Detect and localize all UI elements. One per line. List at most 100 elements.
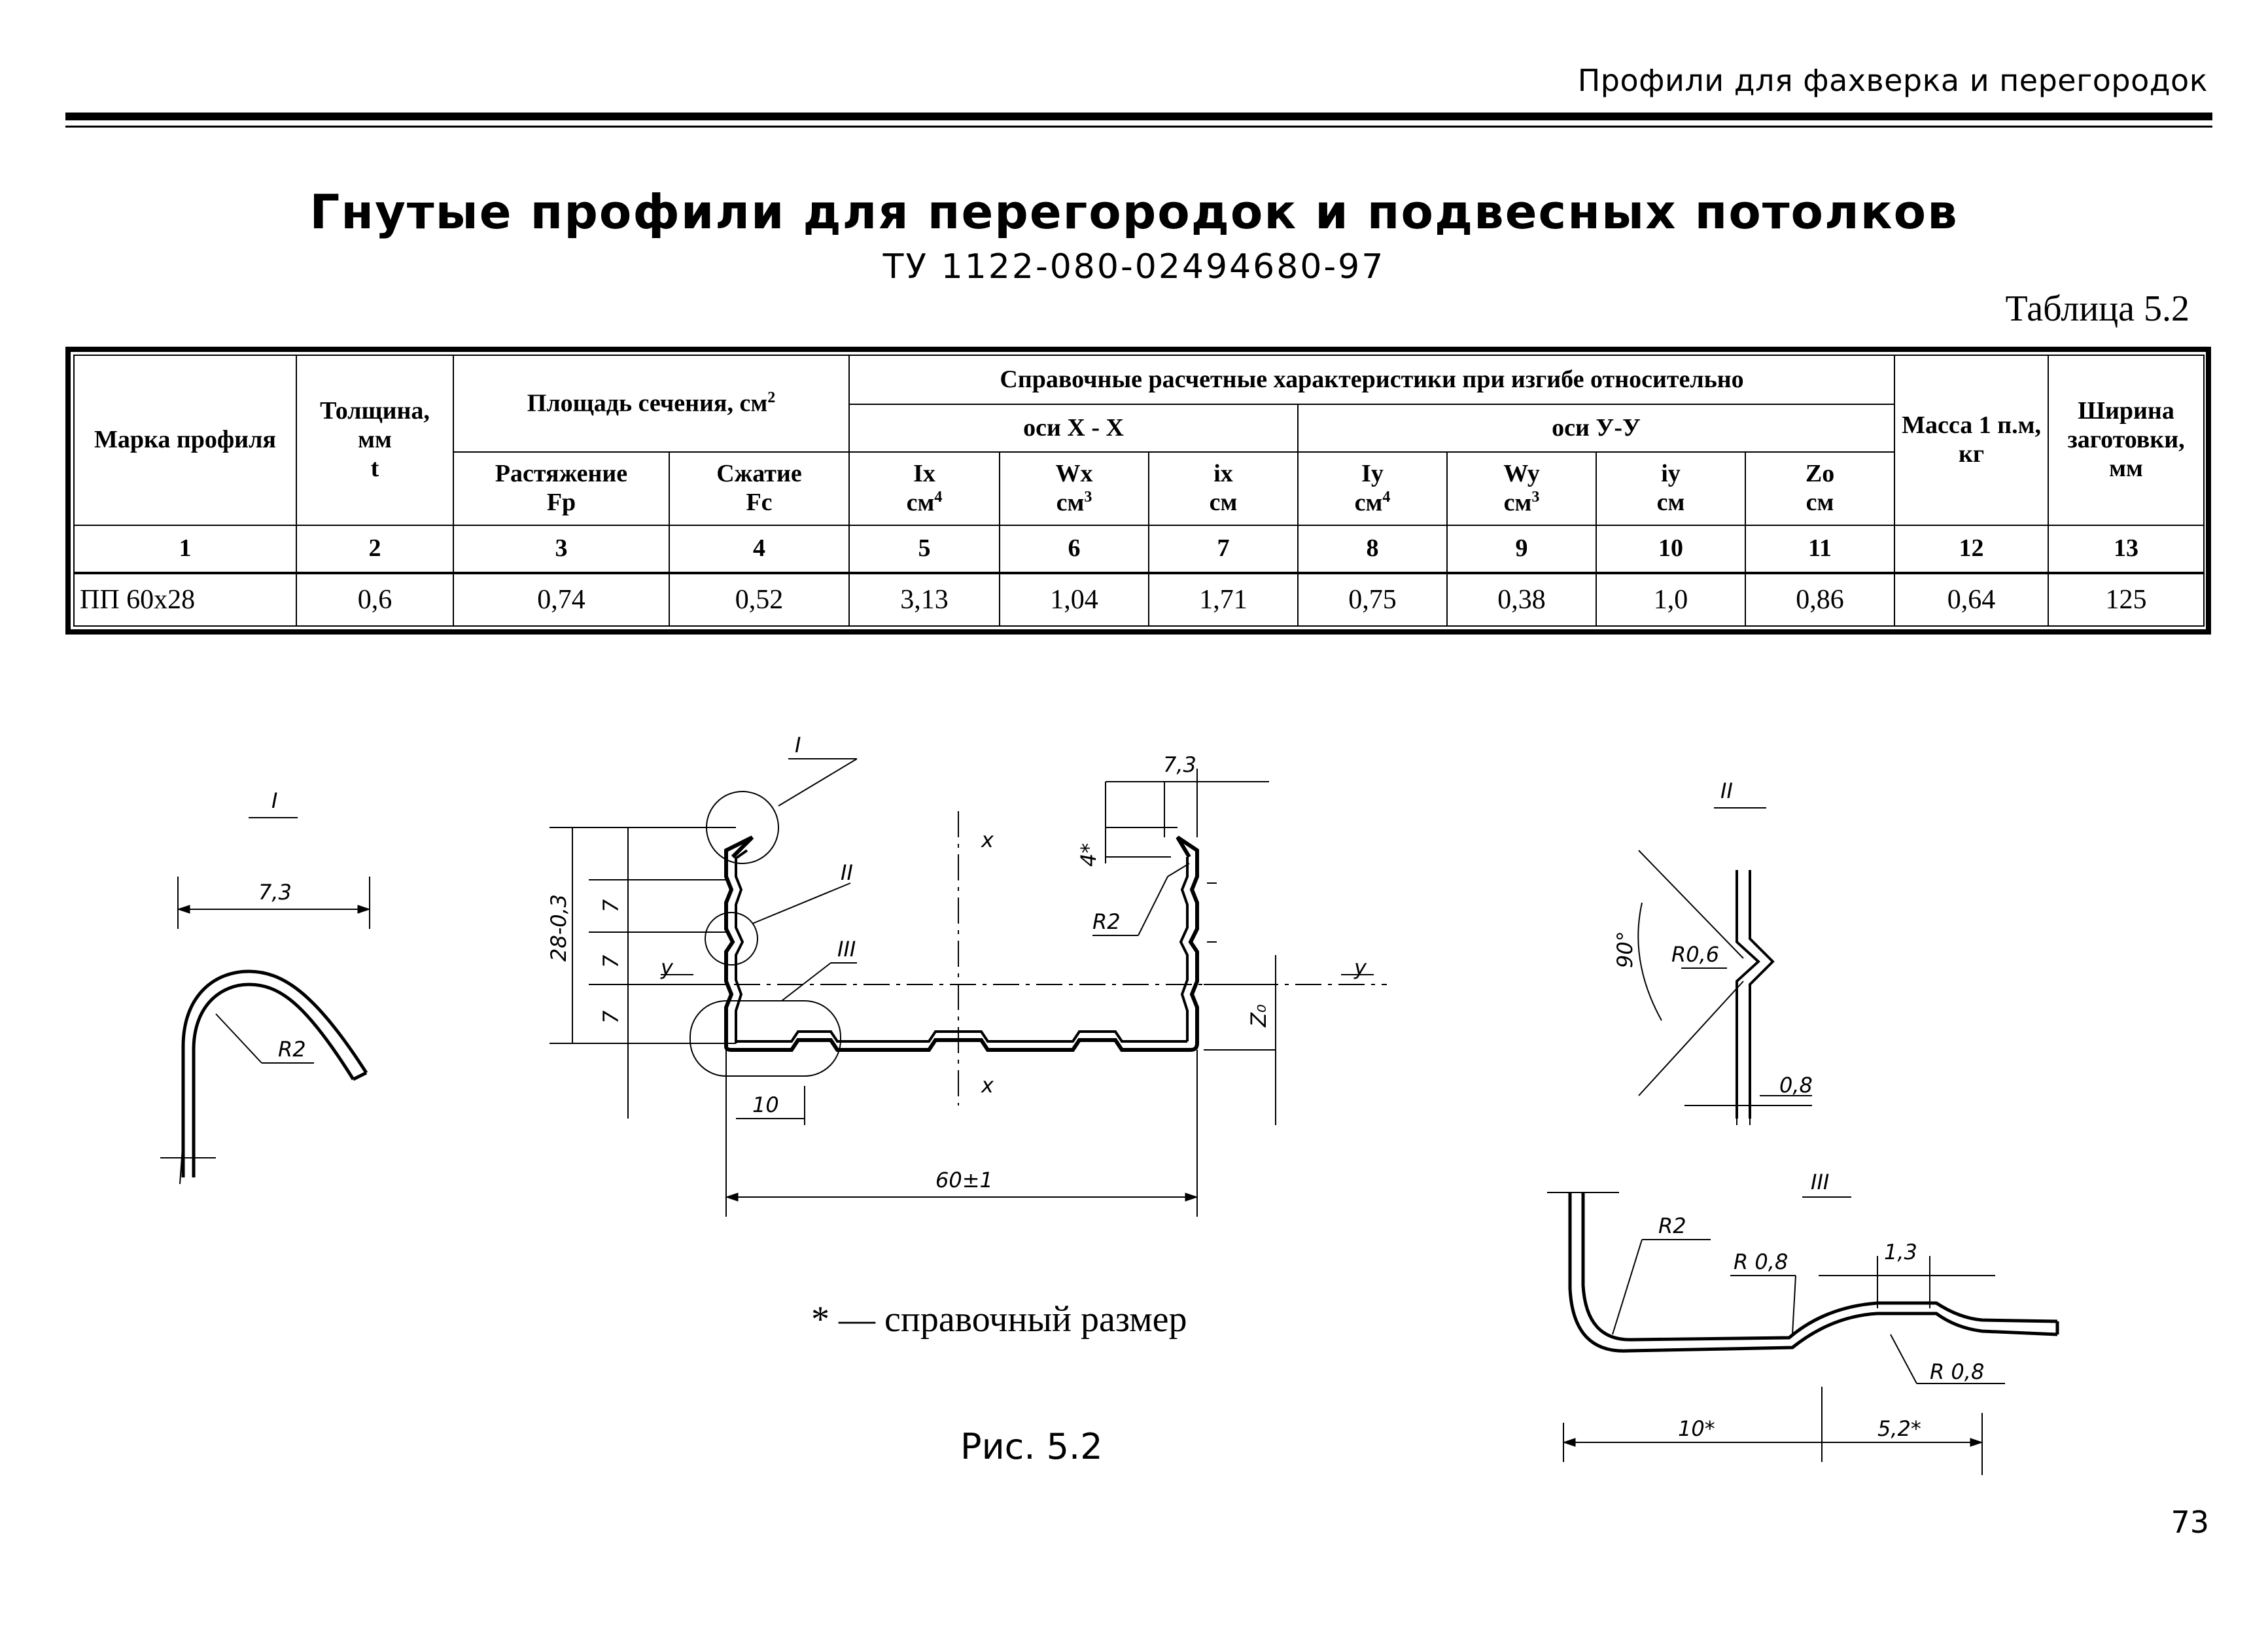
header-mark: Марка профиля — [73, 355, 297, 526]
detail-III-radius: R2 — [1658, 1213, 1686, 1238]
dim-60: 60±1 — [935, 1168, 993, 1192]
axis-y-right: y — [1353, 955, 1367, 980]
table-row: ПП 60х28 0,6 0,74 0,52 3,13 1,04 1,71 0,… — [73, 572, 2205, 627]
detail-III-dim-52: 5,2* — [1877, 1416, 1921, 1441]
header-tension-symbol: Fp — [546, 488, 576, 516]
cell-mass: 0,64 — [1894, 572, 2050, 627]
axis-x-top: x — [981, 827, 994, 852]
header-iy-unit: см — [1656, 488, 1685, 516]
document-title: Гнутые профили для перегородок и подвесн… — [309, 184, 1959, 239]
header-Ix-exp: 4 — [934, 488, 943, 506]
detail-III-r08a: R 0,8 — [1734, 1249, 1788, 1274]
header-Ix-unit: см — [906, 489, 935, 517]
detail-II-radius: R0,6 — [1671, 942, 1719, 967]
z0-label: Z₀ — [1246, 1004, 1271, 1028]
header-thickness: Толщина, мм t — [296, 355, 454, 526]
column-number: 4 — [668, 524, 850, 574]
header-ix-unit: см — [1209, 488, 1238, 516]
detail-III-dim-13: 1,3 — [1884, 1240, 1917, 1264]
header-ix-label: ix — [1213, 460, 1233, 488]
axis-x-bottom: x — [981, 1073, 994, 1098]
table-frame — [65, 347, 2211, 635]
detail-III — [1547, 1192, 2059, 1475]
header-area-exp: 2 — [767, 389, 776, 406]
header-Iy-unit: см — [1354, 489, 1383, 517]
detail-III-dim-10: 10* — [1678, 1416, 1715, 1441]
main-profile — [550, 758, 1387, 1217]
header-area: Площадь сечения, см2 — [452, 354, 850, 453]
callout-II: II — [841, 860, 853, 885]
dim-7c: 7 — [599, 1010, 623, 1024]
header-Ix-label: Ix — [913, 459, 935, 487]
table-caption: Таблица 5.2 — [2005, 288, 2189, 329]
detail-I-width: 7,3 — [258, 880, 292, 905]
header-axis-y: оси У-У — [1297, 404, 1896, 453]
header-iy-label: iy — [1661, 460, 1681, 488]
column-number-row: 1 2 3 4 5 6 7 8 9 10 11 12 13 — [73, 524, 2205, 574]
cell-ix: 1,71 — [1148, 572, 1299, 627]
callout-I: I — [795, 733, 801, 757]
cell-Wy: 0,38 — [1446, 572, 1597, 627]
header-compression-label: Сжатие — [716, 460, 802, 488]
radius-R2: R2 — [1092, 909, 1121, 934]
callout-III: III — [837, 937, 856, 962]
cell-Ix: 3,13 — [848, 572, 1001, 627]
column-number: 9 — [1446, 524, 1597, 574]
dim-top: 7,3 — [1163, 752, 1196, 777]
header-rule-thick — [65, 113, 2212, 120]
header-mass: Масса 1 п.м, кг — [1894, 355, 2050, 526]
header-Wy-unit-wrap: см3 — [1452, 489, 1592, 517]
dim-10: 10 — [752, 1092, 779, 1117]
detail-II-thickness: 0,8 — [1779, 1073, 1813, 1098]
properties-table: Марка профиля Толщина, мм t Площадь сече… — [73, 354, 2205, 627]
header-compression-symbol: Fc — [746, 488, 773, 516]
header-area-label: Площадь сечения, см — [527, 389, 768, 417]
cell-tension: 0,74 — [453, 572, 670, 627]
dim-7b: 7 — [599, 954, 623, 968]
header-Wx-unit-wrap: см3 — [1004, 489, 1144, 517]
column-number: 2 — [296, 524, 454, 574]
header-Ix-unit-wrap: см4 — [854, 489, 995, 517]
cell-mark: ПП 60х28 — [73, 572, 297, 627]
detail-II — [1637, 807, 1812, 1125]
column-number: 1 — [73, 524, 297, 574]
column-number: 6 — [999, 524, 1150, 574]
header-Wy-exp: 3 — [1531, 488, 1540, 506]
detail-II-angle: 90° — [1613, 931, 1637, 968]
running-header: Профили для фахверка и перегородок — [1577, 63, 2208, 98]
header-Wy-unit: см — [1503, 489, 1532, 517]
column-number: 11 — [1745, 524, 1896, 574]
detail-III-label: III — [1811, 1170, 1829, 1194]
detail-I — [160, 817, 371, 1185]
header-tension-label: Растяжение — [495, 460, 628, 488]
cell-Zo: 0,86 — [1745, 572, 1896, 627]
detail-III-r08b: R 0,8 — [1930, 1359, 1984, 1384]
cell-Wx: 1,04 — [999, 572, 1150, 627]
column-number: 12 — [1894, 524, 2050, 574]
detail-I-label: I — [271, 788, 277, 813]
dim-7a: 7 — [599, 899, 623, 913]
header-Iy-label: Iy — [1361, 459, 1384, 487]
header-bending: Справочные расчетные характеристики при … — [848, 354, 1896, 406]
cell-Iy: 0,75 — [1297, 572, 1448, 627]
header-Wx-exp: 3 — [1084, 488, 1092, 506]
header-Zo-label: Zo — [1805, 460, 1835, 488]
cell-blank-width: 125 — [2048, 572, 2205, 627]
header-Iy-unit-wrap: см4 — [1302, 489, 1442, 517]
detail-I-radius: R2 — [278, 1037, 306, 1062]
cell-thickness: 0,6 — [296, 572, 454, 627]
axis-y-left: y — [660, 955, 674, 980]
header-Iy-exp: 4 — [1382, 488, 1391, 506]
dim-4: 4* — [1076, 843, 1101, 867]
cell-iy: 1,0 — [1596, 572, 1747, 627]
header-Zo-unit: см — [1806, 488, 1834, 516]
